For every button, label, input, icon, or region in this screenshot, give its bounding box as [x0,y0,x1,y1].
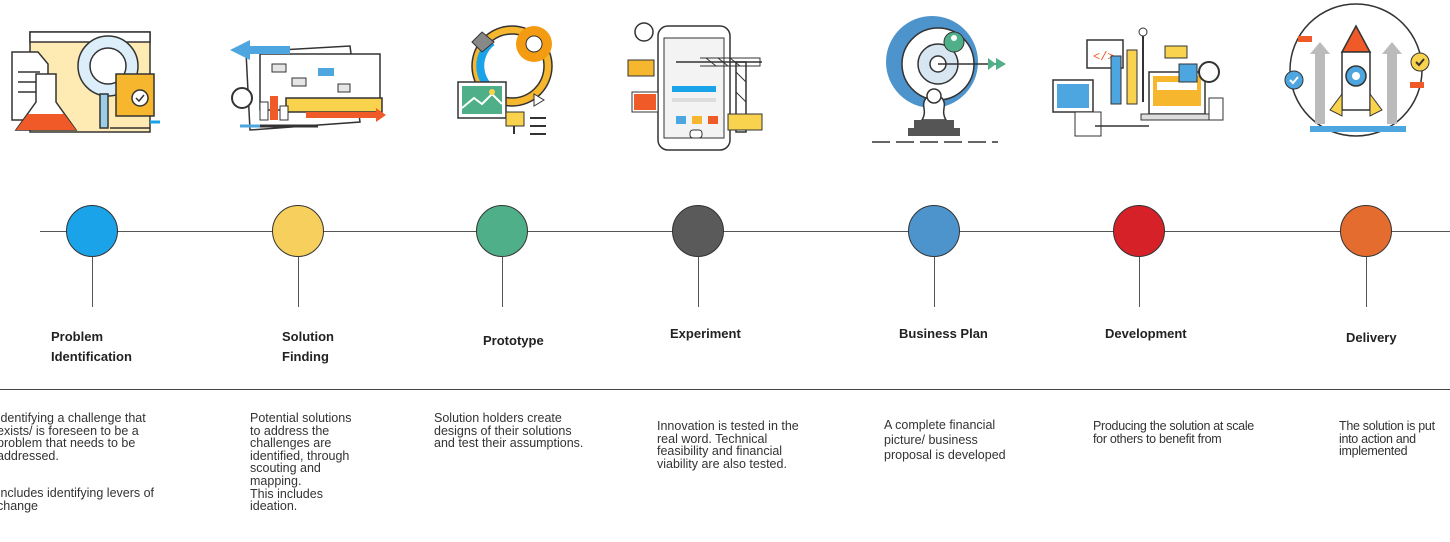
design-development-icon: </> [1045,2,1225,152]
stage-connector [1139,257,1140,307]
stage-title: Problem Identification [51,329,132,364]
stage-connector [298,257,299,307]
stage-node [908,205,960,257]
stage-title: Development [1105,326,1187,341]
target-strategy-icon [850,2,1030,152]
stage-node [272,205,324,257]
stage-title: Solution Finding [282,329,334,364]
stage-node [672,205,724,257]
stage-description: A complete financial picture/ business p… [884,418,1006,462]
rocket-launch-icon [1270,2,1450,152]
stage-node [1113,205,1165,257]
stage-node [1340,205,1392,257]
stage-description: Innovation is tested in the real word. T… [657,419,799,471]
stage-connector [502,257,503,307]
stage-description: Solution holders create designs of their… [434,411,584,451]
mobile-construction-icon [620,2,800,152]
stage-description: Producing the solution at scale for othe… [1093,419,1254,446]
stage-node [476,205,528,257]
stage-title: Prototype [483,333,544,348]
section-divider [0,389,1450,390]
stage-description: The solution is put into action and impl… [1339,419,1435,459]
stage-connector [1366,257,1367,307]
stage-connector [934,257,935,307]
stage-description: Potential solutions to address the chall… [250,411,352,514]
stage-title: Business Plan [899,326,988,341]
stage-description: Identifying a challenge that exists/ is … [0,411,155,513]
stage-connector [698,257,699,307]
stage-connector [92,257,93,307]
timeline-line [40,231,1450,232]
stage-node [66,205,118,257]
stage-title: Experiment [670,326,741,341]
planning-blueprint-icon [220,2,400,152]
svg-text:</>: </> [1093,50,1115,64]
stage-title: Delivery [1346,330,1397,345]
lab-research-icon [0,2,180,152]
lightbulb-idea-icon [430,2,610,152]
